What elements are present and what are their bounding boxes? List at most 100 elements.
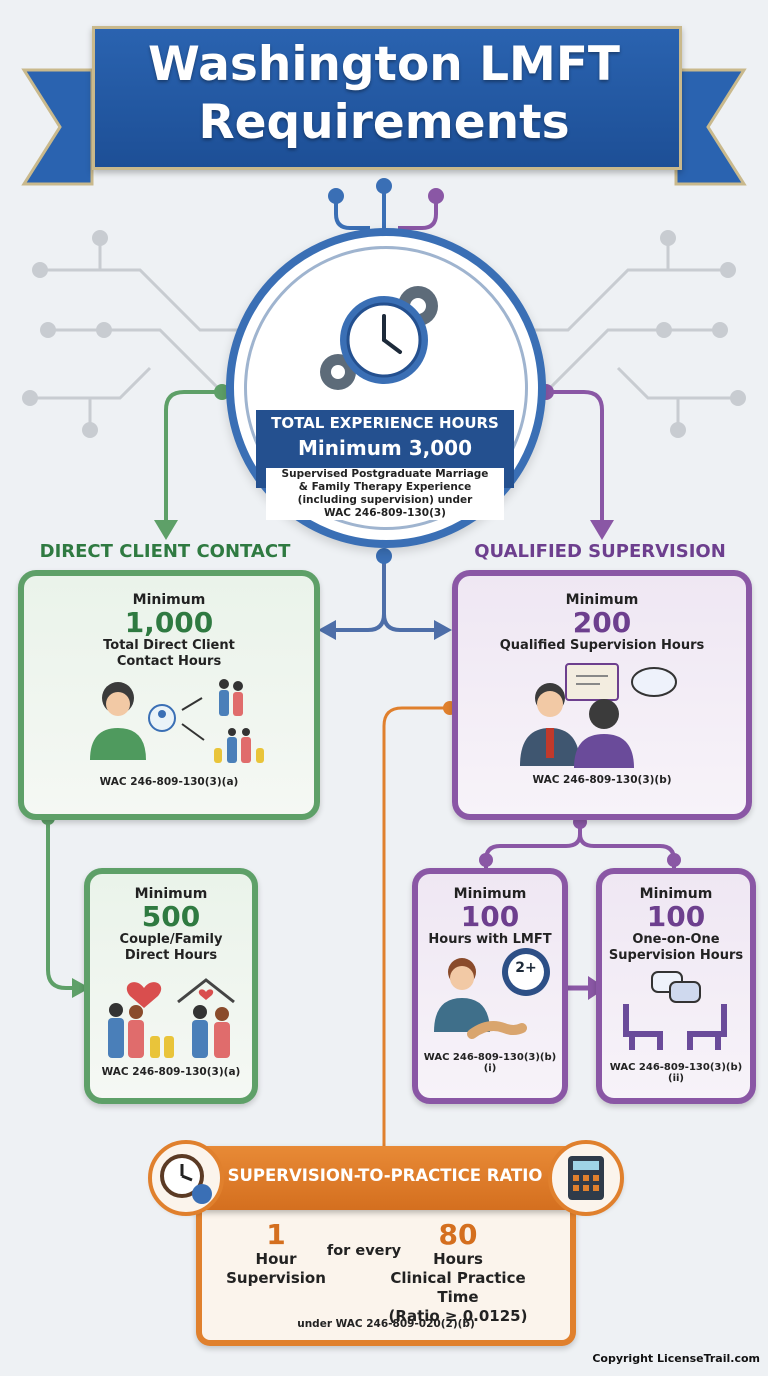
total-desc-line-4: WAC 246-809-130(3) [324, 507, 446, 519]
family-person-1-head [228, 728, 236, 736]
direct-wac: WAC 246-809-130(3)(a) [99, 776, 239, 788]
circuit-nodes-left [22, 230, 112, 438]
arrow-mid-right [434, 620, 452, 640]
couple-person-2 [233, 692, 243, 716]
calculator-screen [573, 1161, 599, 1170]
ratio-right-number: 80 [438, 1218, 478, 1251]
supervision-desc: Qualified Supervision Hours [499, 638, 705, 653]
supervisor-session-icon [520, 663, 677, 768]
family-parent-3 [192, 1020, 208, 1058]
family-child-a [150, 1036, 160, 1058]
supervision-wac: WAC 246-809-130(3)(b) [532, 774, 672, 786]
chairs-chat-icon [623, 971, 727, 1050]
total-hours-description: Supervised Postgraduate Marriage & Famil… [266, 468, 504, 520]
chat-bubble-icon-2 [669, 981, 701, 1003]
couple-family-card: Minimum 500 Couple/Family Direct Hours W… [84, 868, 258, 1104]
arrow-green-top [154, 520, 178, 540]
family-parent-4-head [215, 1007, 229, 1021]
arrow-mid-left [318, 620, 336, 640]
ratio-header-band [152, 1146, 622, 1210]
copyright: Copyright LicenseTrail.com [592, 1352, 760, 1365]
node-top-right [428, 188, 444, 204]
page-title: Washington LMFT Requirements [92, 36, 676, 152]
lmft-min-label: Minimum [453, 886, 527, 902]
lmft-body [434, 998, 490, 1032]
calculator-icon [548, 1140, 624, 1216]
arrow-green-bottom [72, 978, 90, 998]
family-parent-1-head [109, 1003, 123, 1017]
direct-desc-line-1: Total Direct Client [103, 638, 235, 653]
one-desc-line-2: Supervision Hours [608, 948, 744, 963]
ratio-left-number: 1 [266, 1218, 286, 1251]
couple-desc-line-1: Couple/Family [119, 932, 223, 947]
supervision-card: Minimum 200 Qualified Supervision Hours … [452, 570, 752, 820]
badge-inner [508, 954, 544, 990]
node-top-center [376, 178, 392, 194]
node-mid [376, 548, 392, 564]
banner-tail-right [674, 68, 747, 186]
supervisor-tie [546, 728, 554, 758]
clock-gears-icon [320, 286, 438, 390]
ratio-left-line-1: Hour [255, 1250, 297, 1268]
ratio-left-label: Hour Supervision [216, 1250, 336, 1288]
family-heart-icon [108, 978, 235, 1058]
direct-contact-card: Minimum 1,000 Total Direct Client Contac… [18, 570, 320, 820]
lmft-value: 100 [460, 900, 520, 933]
family-person-2-head [242, 728, 250, 736]
chair-right-icon [687, 1004, 727, 1050]
connector-purple-top [546, 390, 604, 526]
ratio-right-line-1: Hours [433, 1250, 483, 1268]
handshake-icon [467, 1021, 527, 1039]
ratio-right-line-3: (Ratio ≥ 0.0125) [388, 1307, 528, 1325]
circuit-nodes-right [656, 230, 746, 438]
title-line-2: Requirements [198, 95, 570, 150]
supervisee-head [589, 699, 619, 729]
total-desc-line-2: & Family Therapy Experience [298, 481, 472, 493]
direct-contact-header: DIRECT CLIENT CONTACT [39, 541, 291, 562]
ratio-body [196, 1200, 576, 1346]
therapist-body [90, 728, 146, 760]
arrows-icon [181, 697, 205, 741]
ratio-wac: under WAC 246-809-020(2)(b) [297, 1318, 475, 1330]
lmft-badge-label: 2+ [515, 960, 537, 976]
connector-purple-right [578, 833, 676, 872]
couple-desc-line-2: Direct Hours [124, 948, 218, 963]
couple-person-2-head [233, 681, 243, 691]
ratio-right-line-2: Clinical Practice Time [390, 1269, 526, 1306]
lmft-illustration: 2+ [418, 948, 562, 1054]
title-line-1: Washington LMFT [148, 37, 620, 92]
ratio-middle-text: for every [326, 1243, 402, 1259]
total-hours-circle-inner [244, 246, 528, 530]
chair-left-icon [623, 1004, 663, 1050]
connector-mid-right [382, 613, 438, 632]
supervision-value: 200 [572, 606, 632, 639]
gear-hub-small [331, 365, 345, 379]
connector-mid-left [330, 556, 386, 632]
house-icon [177, 978, 235, 1004]
supervision-min-label: Minimum [565, 592, 639, 608]
one-wac: WAC 246-809-130(3)(b)(ii) [609, 1062, 743, 1084]
couple-min-label: Minimum [134, 886, 208, 902]
lmft-wac: WAC 246-809-130(3)(b)(i) [423, 1052, 557, 1074]
couple-value: 500 [141, 900, 201, 933]
total-hours-minimum: Minimum 3,000 [298, 436, 472, 460]
heart-icon [126, 982, 162, 1008]
ratio-title: SUPERVISION-TO-PRACTICE RATIO [227, 1166, 543, 1185]
supervisee-body [574, 734, 634, 768]
supervisor-head [537, 691, 563, 717]
family-parent-4 [214, 1022, 230, 1058]
thought-bubble-icon [631, 667, 677, 697]
node-purple-left [479, 853, 493, 867]
connector-purple-left [484, 822, 582, 872]
couple-wac: WAC 246-809-130(3)(a) [101, 1066, 241, 1078]
one-value: 100 [646, 900, 706, 933]
lmft-head [450, 966, 474, 990]
one-min-label: Minimum [639, 886, 713, 902]
total-desc-line-3: (including supervision) under [297, 494, 473, 506]
connector-green-top [164, 390, 222, 526]
therapist-head [106, 692, 130, 716]
ratio-gear-icon [192, 1184, 212, 1204]
ratio-clock-hand-2 [181, 1174, 193, 1182]
client-icon-head [158, 710, 166, 718]
family-parent-2 [128, 1020, 144, 1058]
